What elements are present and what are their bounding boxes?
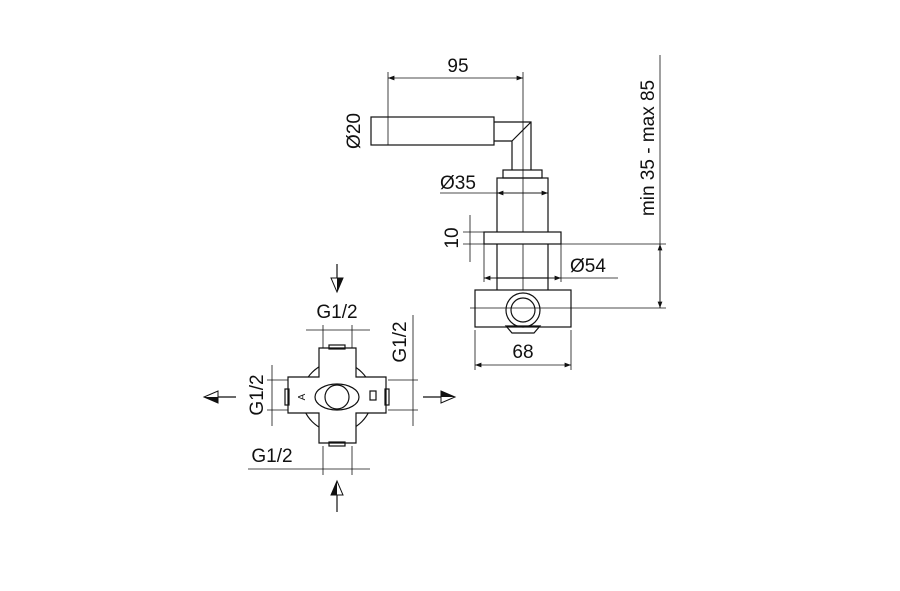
dim-wall-depth: min 35 - max 85 (638, 80, 659, 216)
dim-flange-diameter: Ø54 (570, 256, 606, 277)
thread-right-label: G1/2 (390, 321, 411, 362)
side-view: 95 Ø20 Ø35 10 Ø54 68 min 35 - max 85 (344, 55, 666, 370)
inlet-arrow-top (330, 264, 344, 294)
outlet-arrow-right (423, 390, 457, 404)
top-view: A G1/2 G1/2 G1/2 (202, 264, 457, 512)
outlet-arrow-left (202, 390, 236, 404)
thread-left-label: G1/2 (247, 374, 268, 415)
inlet-arrow-bottom (330, 479, 344, 512)
dim-body-diameter: Ø35 (440, 173, 476, 194)
thread-bottom-label: G1/2 (251, 446, 292, 467)
dim-handle-diameter: Ø20 (344, 113, 365, 149)
svg-text:A: A (297, 393, 308, 400)
handle (370, 116, 495, 146)
dim-box-width: 68 (512, 342, 533, 363)
flange (483, 231, 562, 245)
thread-top-label: G1/2 (316, 302, 357, 323)
dim-length: 95 (447, 56, 468, 77)
dim-flange-thickness: 10 (442, 227, 463, 248)
